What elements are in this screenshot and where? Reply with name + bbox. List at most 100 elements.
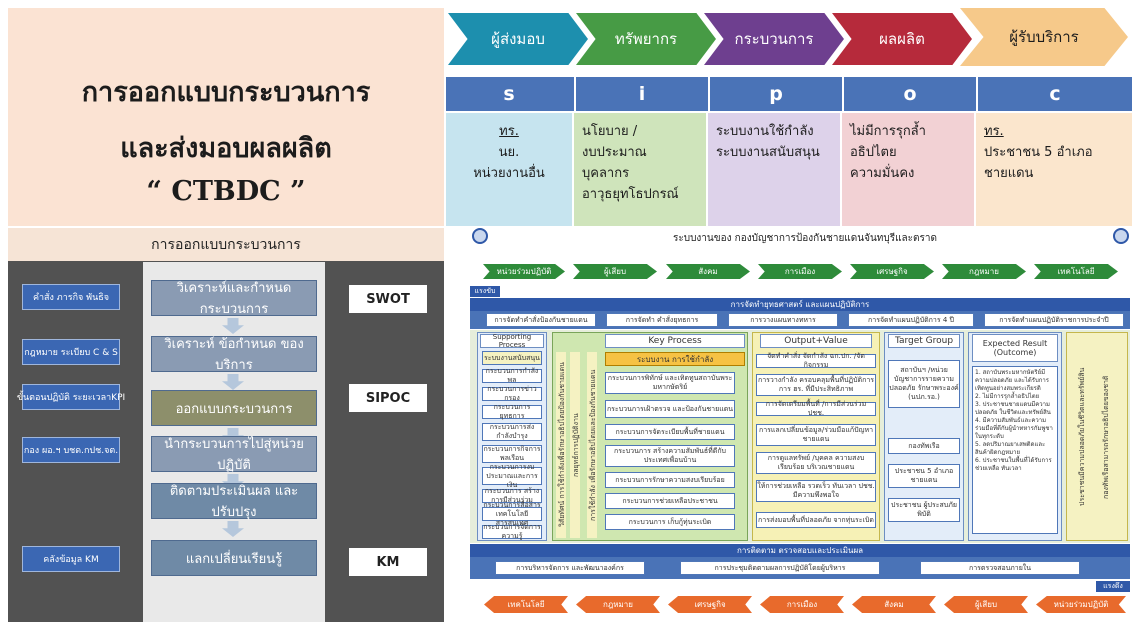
cell-line: บุคลากร — [582, 166, 630, 181]
key-process-title: ระบบงาน การใช้กำลัง — [605, 352, 745, 366]
expected-result-header: Expected Result (Outcome) — [972, 334, 1058, 362]
sipoc-cell-process: ระบบงานใช้กำลัง ระบบงานสนับสนุน — [708, 113, 840, 226]
key-vertical-text: วิสัยทัศน์ การใช้กำลังเพื่อรักษาอธิปไตยป… — [556, 352, 566, 538]
strategy-bar: การจัดทำยุทธศาสตร์ และแผนปฏิบัติการ — [470, 298, 1130, 311]
step-monitor-improve: ติดตามประเมินผล และ ปรับปรุง — [151, 483, 317, 520]
output-header: Output+Value — [760, 334, 872, 348]
key-process-item: กระบวนการรักษาความสงบเรียบร้อย — [605, 472, 735, 488]
cell-line: ระบบงานสนับสนุน — [716, 145, 820, 160]
title-panel: การออกแบบกระบวนการ และส่งมอบผลผลิต “ CTB… — [8, 8, 444, 226]
input-laws-regulations: กฎหมาย ระเบียบ C & S — [22, 339, 120, 365]
main-title-line2: และส่งมอบผลผลิต — [120, 133, 332, 164]
env-arrow-bottom: สังคม — [852, 596, 936, 613]
key-process-item: กระบวนการเฝ้าตรวจ และป้องกันชายแดน — [605, 400, 735, 418]
expected-item: 3. ประชาชนชายแดนมีความปลอดภัย ในชีวิตและ… — [975, 401, 1051, 416]
env-arrow-top: กฎหมาย — [942, 264, 1026, 279]
target-item: กองทัพเรือ — [888, 438, 960, 454]
step-design-process: ออกแบบกระบวนการ — [151, 390, 317, 426]
target-item: ประชาชน 5 อำเภอชายแดน — [888, 464, 960, 488]
sipoc-cell-input: นโยบาย / งบประมาณ บุคลากร อาวุธยุทโธปกรณ… — [574, 113, 706, 226]
env-arrow-top: ผู้เสียบ — [573, 264, 657, 279]
expected-item: 2. ไม่มีการรุกล้ำอธิปไตย — [975, 393, 1040, 400]
key-process-item: กระบวนการ เก็บกู้ทุ่นระเบิด — [605, 514, 735, 530]
cell-line: อธิปไตย — [850, 145, 897, 160]
env-arrow-bottom: การเมือง — [760, 596, 844, 613]
cell-line: ความมั่นคง — [850, 166, 915, 181]
tool-km: KM — [349, 548, 427, 576]
input-mission-orders: คำสั่ง ภารกิจ พันธิจ — [22, 284, 120, 310]
env-arrow-top: หน่วยร่วมปฏิบัติ — [483, 264, 565, 279]
plan-box: การวางแผนทางทหาร — [728, 313, 838, 327]
sipoc-letter-i: i — [574, 77, 708, 111]
drive-tag: แรงขับ — [470, 286, 500, 297]
support-item: กระบวนการสื่อสารเทคโนโลยีสารสนเทศ — [482, 501, 542, 527]
env-arrow-bottom: เทคโนโลยี — [484, 596, 568, 613]
support-item: ระบบงานสนับสนุน — [482, 351, 542, 365]
far-result-column — [1066, 332, 1128, 541]
sipoc-letter-c: c — [976, 77, 1132, 111]
key-process-item: กระบวนการจัดระเบียบพื้นที่ชายแดน — [605, 424, 735, 440]
output-item: การจัดเตรียมพื้นที่ /การมีส่วนร่วม ปชช. — [756, 400, 876, 417]
cell-line: นโยบาย / — [582, 124, 638, 139]
plan-box: การจัดทำแผนปฏิบัติราชการประจำปี — [984, 313, 1124, 327]
plan-box: การจัดทำคำสั่งป้องกันชายแดน — [486, 313, 596, 327]
input-km-repository: คลังข้อมูล KM — [22, 546, 120, 572]
sipoc-letter-o: o — [842, 77, 976, 111]
cell-line: ชายแดน — [984, 166, 1034, 181]
sipoc-header-supplier: ผู้ส่งมอบ — [448, 13, 588, 65]
cell-line: งบประมาณ — [582, 145, 647, 160]
output-item: การดูแลทรัพย์ /บุคคล ความสงบเรียบร้อย บร… — [756, 452, 876, 474]
output-item: ให้การช่วยเหลือ รวดเร็ว ทันเวลา ปชช. มีค… — [756, 480, 876, 502]
monitor-box: การบริหารจัดการ และพัฒนาองค์กร — [495, 561, 645, 575]
cell-line: ทร. — [984, 124, 1004, 139]
step-deploy-process: นำกระบวนการไปสู่หน่วยปฏิบัติ — [151, 436, 317, 473]
support-item: กระบวนการจัดการความรู้ — [482, 523, 542, 540]
system-diagram-title: ระบบงานของ กองบัญชาการป้องกันชายแดนจันทบ… — [672, 233, 938, 244]
cell-line: อาวุธยุทโธปกรณ์ — [582, 187, 679, 202]
expected-item: 1. สถาบันพระมหากษัตริย์มีความปลอดภัย และ… — [975, 369, 1050, 392]
sipoc-header-output: ผลผลิต — [832, 13, 972, 65]
env-arrow-bottom: กฎหมาย — [576, 596, 660, 613]
output-item: การวางกำลัง ครอบคลุมพื้นที่ปฏิบัติการ กา… — [756, 374, 876, 396]
supporting-process-header: Supporting Process — [480, 333, 544, 349]
tool-sipoc: SIPOC — [349, 384, 427, 412]
env-arrow-top: สังคม — [666, 264, 750, 279]
key-process-item: กระบวนการพิทักษ์ และเทิดทูนสถาบันพระมหาก… — [605, 372, 735, 394]
env-arrow-bottom: เศรษฐกิจ — [668, 596, 752, 613]
emblem-icon — [1113, 228, 1129, 244]
sipoc-cell-output: ไม่มีการรุกล้ำ อธิปไตย ความมั่นคง — [842, 113, 974, 226]
step-knowledge-exchange: แลกเปลี่ยนเรียนรู้ — [151, 540, 317, 576]
support-item: กระบวนการ สร้างการมีส่วนร่วม — [482, 487, 542, 504]
sipoc-header-process: กระบวนการ — [704, 13, 844, 65]
sipoc-letter-p: p — [708, 77, 842, 111]
expected-item: 4. มีความสัมพันธ์และความร่วมมือที่ดีกับผ… — [975, 417, 1053, 440]
cell-line: ทร. — [499, 124, 519, 139]
monitor-bar: การติดตาม ตรวจสอบและประเมินผล — [470, 544, 1130, 557]
process-design-header: การออกแบบกระบวนการ — [8, 228, 444, 261]
sipoc-cell-supplier: ทร. นย. หน่วยงานอื่น — [446, 113, 572, 226]
env-arrow-top: เทคโนโลยี — [1034, 264, 1118, 279]
output-item: การแลกเปลี่ยนข้อมูล/ร่วมมือแก้ปัญหาชายแด… — [756, 424, 876, 446]
plan-box: การจัดทำ คำสั่งยุทธการ — [606, 313, 718, 327]
key-process-item: กระบวนการช่วยเหลือประชาชน — [605, 493, 735, 509]
key-vertical-text: การใช้กำลัง เพื่อรักษาอธิปไตยและป้องกันช… — [587, 352, 597, 538]
pull-tag: แรงดึง — [1096, 581, 1130, 592]
cell-line: ระบบงานใช้กำลัง — [716, 124, 814, 139]
input-command-units: กอง ผอ.ฯ บชด.กปช.จต. — [22, 437, 120, 463]
support-item: กระบวนการข่าวกรอง — [482, 385, 542, 402]
support-item: กระบวนการกิจการพลเรือน — [482, 445, 542, 463]
cell-line: นย. — [498, 145, 520, 160]
step-analyze-requirements: วิเคราะห์ ข้อกำหนด ของบริการ — [151, 336, 317, 373]
support-item: กระบวนการยุทธการ — [482, 403, 542, 420]
cell-line: ประชาชน 5 อำเภอ — [984, 145, 1093, 160]
cell-line: ไม่มีการรุกล้ำ — [850, 124, 926, 139]
plan-box: การจัดทำแผนปฏิบัติการ 4 ปี — [848, 313, 974, 327]
monitor-box: การประชุมติดตามผลการปฏิบัติโดยผู้บริหาร — [680, 561, 880, 575]
env-arrow-top: การเมือง — [758, 264, 842, 279]
cell-line: หน่วยงานอื่น — [473, 166, 545, 181]
output-item: จัดทำคำสั่ง จัดกำลัง ฉก.ปก. /จัดกิจกรรม — [756, 352, 876, 369]
target-item: ประชาชน ผู้ประสบภัยพิบัติ — [888, 498, 960, 522]
support-item: กระบวนการกำลังพล — [482, 367, 542, 384]
sipoc-header-customer: ผู้รับบริการ — [960, 8, 1128, 66]
monitor-box: การตรวจสอบภายใน — [920, 561, 1080, 575]
